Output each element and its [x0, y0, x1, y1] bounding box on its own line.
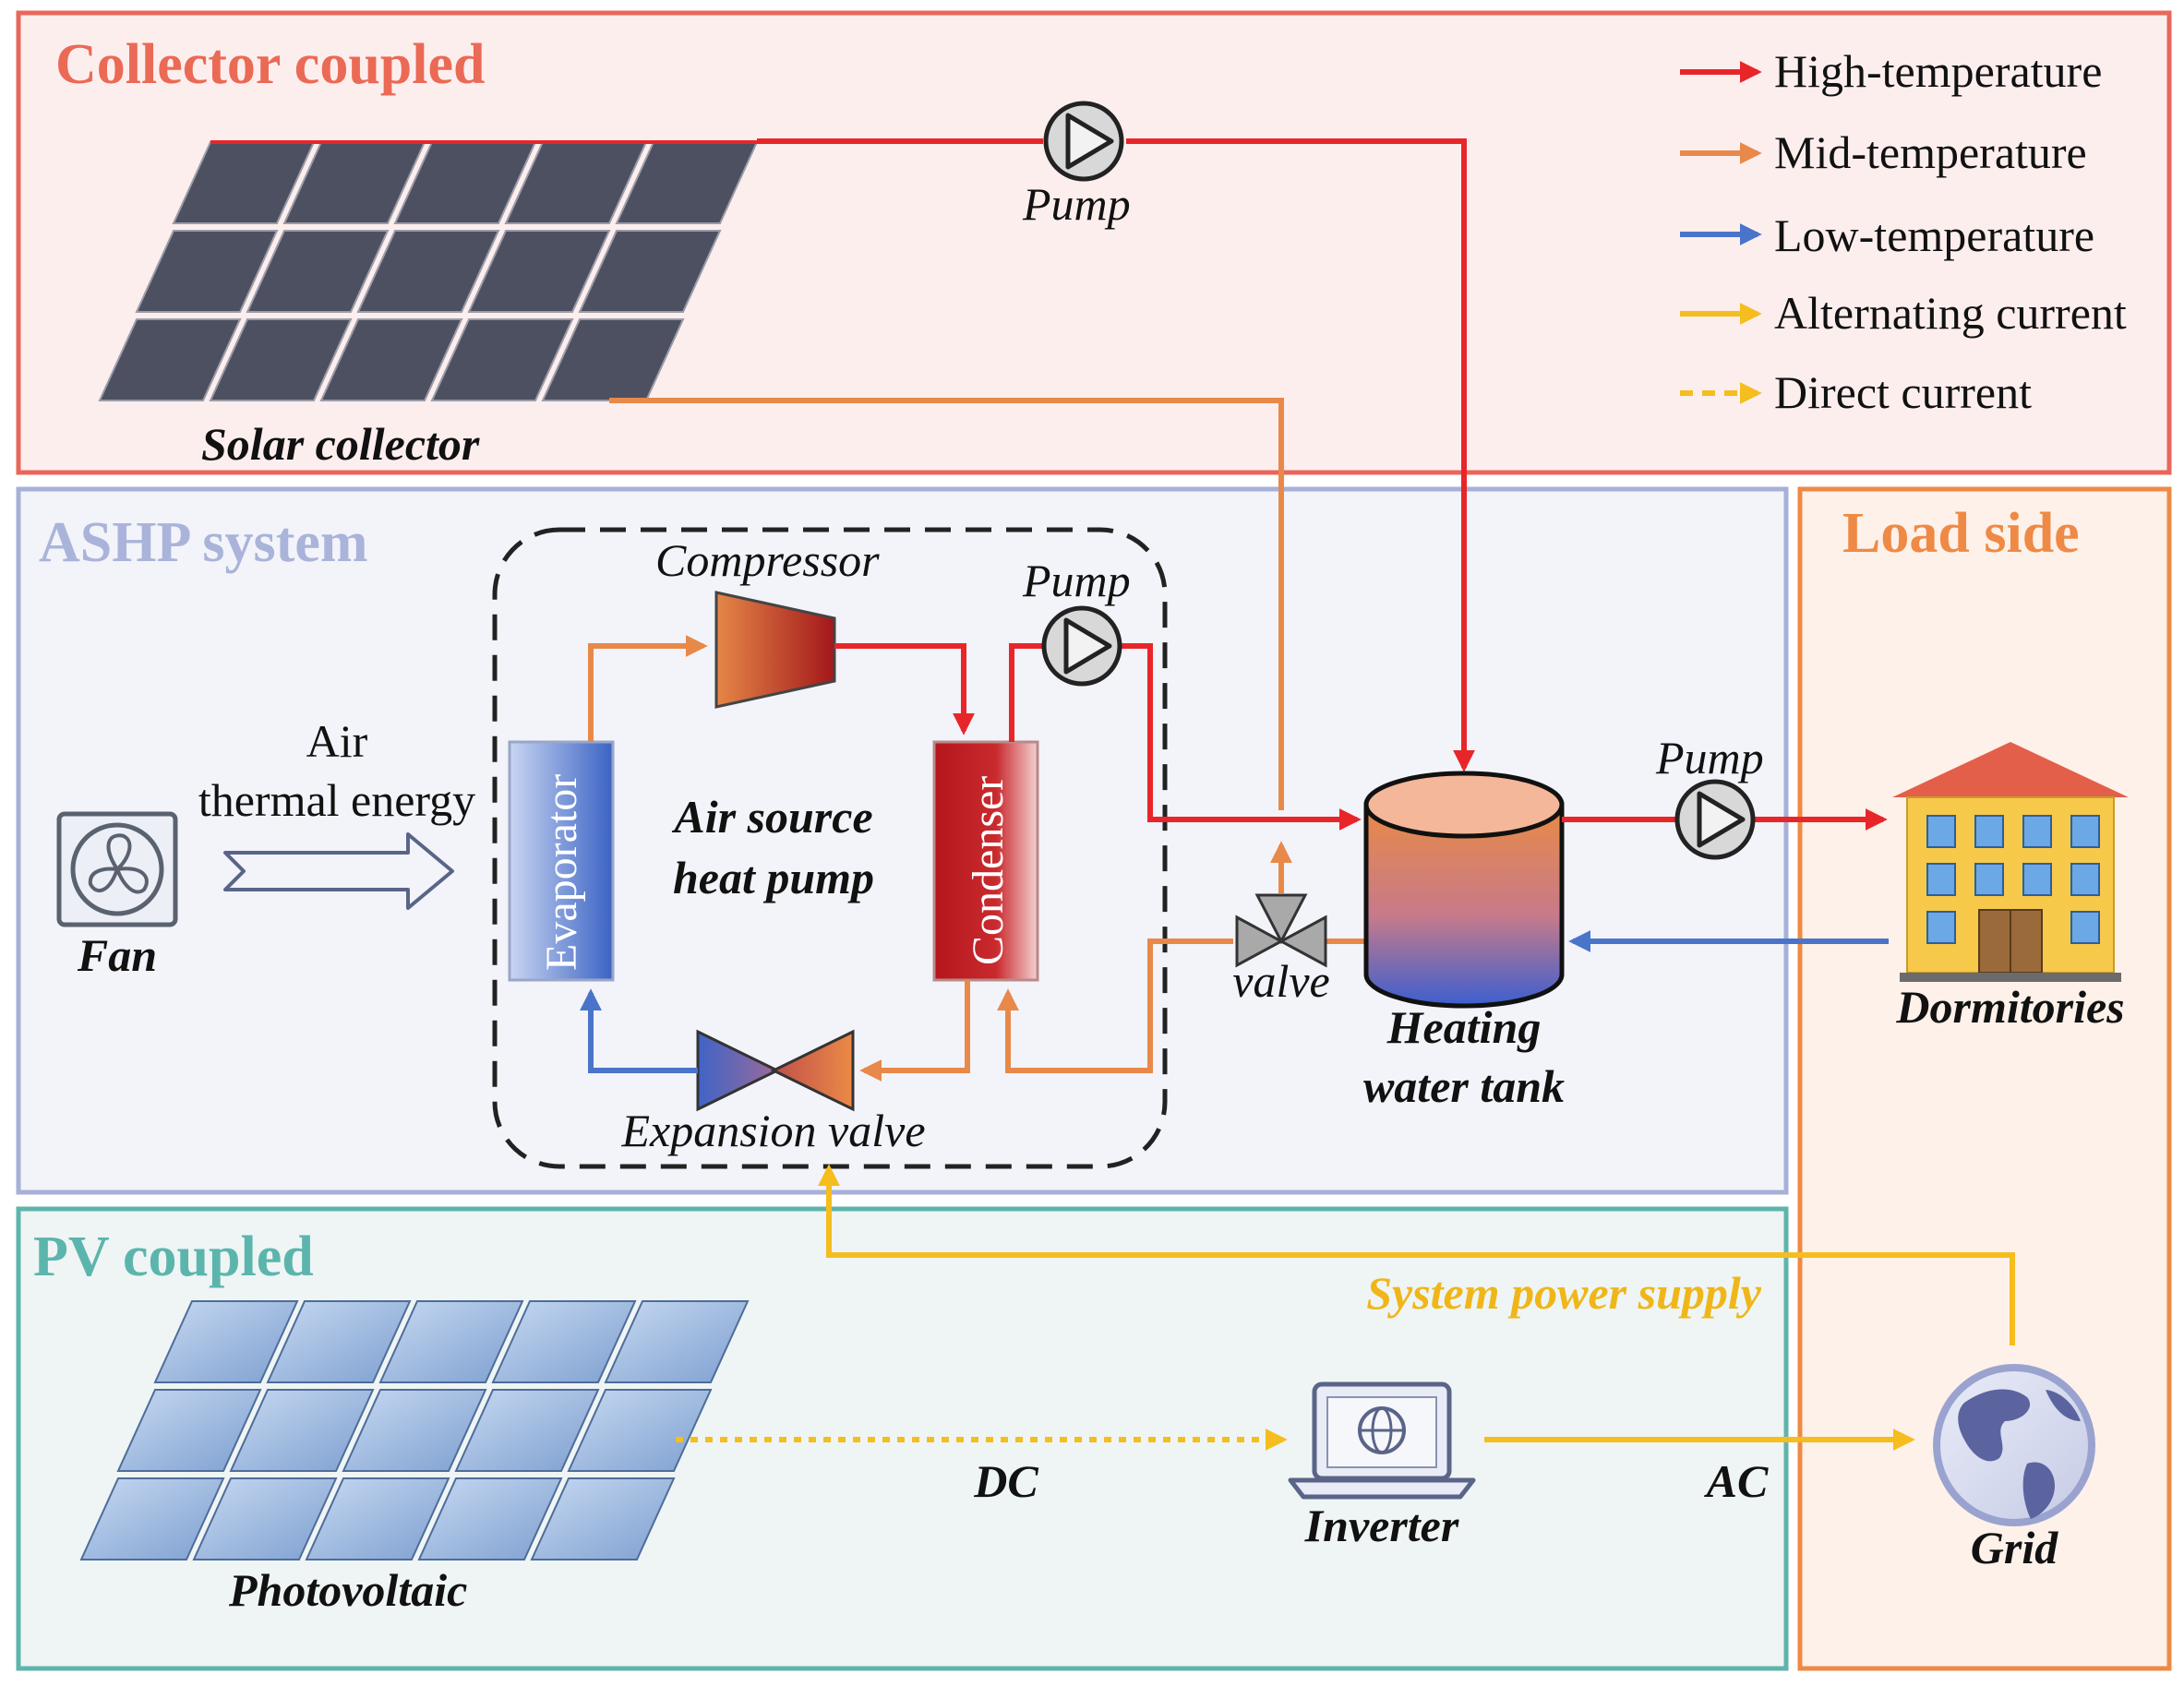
panel-cell: [116, 1389, 262, 1472]
building-window: [1926, 911, 1956, 944]
building-window: [2022, 863, 2052, 896]
pump-collector-label: Pump: [1022, 178, 1131, 230]
pump-icon: [1674, 779, 1756, 860]
collector-section-title: Collector coupled: [55, 33, 486, 96]
legend: High-temperature Mid-temperature Low-tem…: [1680, 45, 2127, 418]
solar-collector-label: Solar collector: [201, 418, 480, 470]
photovoltaic-label: Photovoltaic: [228, 1564, 467, 1616]
pump-icon: [1043, 101, 1124, 182]
collector-mid-return-pipe: [609, 398, 1284, 810]
building-base: [1900, 973, 2121, 982]
legend-ac-label: Alternating current: [1774, 287, 2127, 339]
legend-mid-label: Mid-temperature: [1774, 126, 2087, 178]
pump-ashp-label: Pump: [1022, 555, 1131, 606]
condenser-icon: [932, 740, 1039, 982]
grid-label: Grid: [1971, 1522, 2058, 1573]
panel-cell: [209, 318, 353, 401]
building-window: [1974, 815, 2004, 848]
building-roof: [1892, 742, 2129, 797]
panel-cell: [305, 1477, 450, 1560]
compressor-to-condenser-pipe: [834, 643, 975, 735]
dc-label: DC: [973, 1455, 1038, 1507]
evap-to-compressor-pipe: [588, 635, 708, 742]
panel-cell: [454, 1389, 600, 1472]
building-window: [1926, 815, 1956, 848]
evaporator-icon: [508, 740, 615, 982]
ashp-section-title: ASHP system: [39, 511, 368, 574]
building-window: [2022, 815, 2052, 848]
tank-label-1: Heating: [1386, 1001, 1542, 1053]
heat-pump-label-1: Air source: [671, 791, 872, 843]
ac-label: AC: [1704, 1455, 1769, 1507]
panel-cell: [604, 1300, 750, 1383]
panel-cell: [229, 1389, 375, 1472]
panel-cell: [266, 1300, 412, 1383]
fan-label: Fan: [77, 929, 157, 981]
grid-icon: [1933, 1364, 2095, 1526]
panel-cell: [153, 1300, 299, 1383]
panel-cell: [319, 318, 463, 401]
panel-cell: [342, 1389, 487, 1472]
evaporator-label: Evaporator: [537, 774, 586, 971]
panel-cell: [98, 318, 242, 401]
panel-cell: [79, 1477, 225, 1560]
panel-cell: [467, 230, 611, 313]
dormitories-label: Dormitories: [1895, 981, 2124, 1033]
inverter-label: Inverter: [1304, 1500, 1459, 1551]
condenser-label: Condenser: [964, 776, 1013, 965]
building-window: [2070, 815, 2100, 848]
load-section-title: Load side: [1842, 502, 2080, 565]
valve-label: valve: [1232, 955, 1329, 1007]
collector-to-tank-pipe: [1126, 138, 1475, 772]
panel-cell: [430, 318, 574, 401]
pump-to-tank-pipe: [1121, 643, 1362, 831]
panel-cell: [567, 1389, 713, 1472]
panel-cell: [530, 1477, 676, 1560]
system-power-supply-label: System power supply: [1366, 1267, 1762, 1319]
expansion-to-evap-pipe: [580, 988, 698, 1073]
air-label-2: thermal energy: [198, 774, 475, 826]
pump-icon: [1041, 605, 1122, 687]
building-window: [2070, 863, 2100, 896]
photovoltaic-icon: [79, 1300, 750, 1560]
air-label-1: Air: [306, 715, 368, 767]
compressor-label: Compressor: [655, 534, 880, 586]
expansion-valve-label: Expansion valve: [620, 1105, 925, 1156]
fan-icon: [56, 811, 178, 927]
condenser-to-pump-pipe: [1009, 643, 1043, 742]
legend-low-label: Low-temperature: [1774, 209, 2094, 261]
panel-cell: [356, 230, 500, 313]
building-window: [1926, 863, 1956, 896]
heating-water-tank-icon: [1363, 771, 1565, 1009]
inverter-icon: [1288, 1381, 1476, 1500]
panel-cell: [491, 1300, 637, 1383]
building-window: [1974, 863, 2004, 896]
dormitories-icon: [1892, 742, 2129, 982]
panel-cell: [417, 1477, 563, 1560]
tank-label-2: water tank: [1363, 1060, 1565, 1112]
compressor-icon: [714, 591, 836, 709]
air-flow-arrow: [223, 832, 454, 910]
pv-section-title: PV coupled: [33, 1226, 314, 1288]
legend-high-label: High-temperature: [1774, 45, 2102, 97]
valve-to-condenser-pipe: [997, 939, 1233, 1073]
pump-load-label: Pump: [1655, 732, 1764, 783]
panel-cell: [192, 1477, 338, 1560]
solar-collector-icon: [98, 140, 764, 401]
panel-cell: [135, 230, 279, 313]
panel-cell: [246, 230, 390, 313]
legend-dc-label: Direct current: [1774, 366, 2032, 418]
system-power-supply-line: [818, 1164, 2015, 1345]
building-window: [2070, 911, 2100, 944]
panel-cell: [378, 1300, 524, 1383]
condenser-to-expansion-pipe: [859, 980, 970, 1082]
panel-cell: [578, 230, 722, 313]
heat-pump-label-2: heat pump: [673, 852, 874, 903]
valve-icon: [1235, 893, 1327, 968]
